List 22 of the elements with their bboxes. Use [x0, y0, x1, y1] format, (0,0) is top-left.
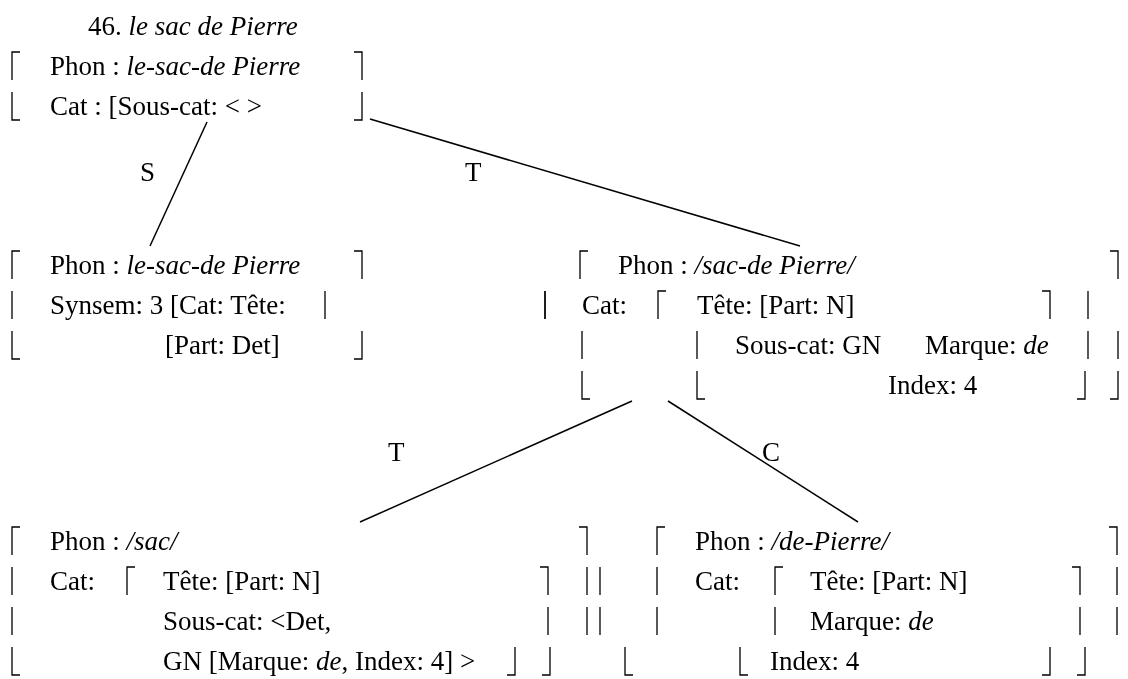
- example-title: 46. le sac de Pierre: [88, 10, 298, 42]
- feature-text: Tête: [Part: N]: [697, 289, 855, 321]
- tree-branch: [149, 121, 208, 247]
- edge-label: T: [388, 436, 405, 468]
- feature-text: Cat : [Sous-cat: < >: [50, 90, 262, 122]
- tree-branch: [667, 400, 859, 523]
- feature-text: Index: 4: [888, 369, 978, 401]
- feature-text: Phon : /de-Pierre/: [695, 525, 889, 557]
- feature-text: Index: 4: [770, 645, 860, 677]
- feature-text: Cat:: [582, 289, 627, 321]
- feature-text: Tête: [Part: N]: [810, 565, 968, 597]
- edge-label: C: [762, 436, 780, 468]
- feature-text: Marque: de: [810, 605, 934, 637]
- feature-text: Phon : le-sac-de Pierre: [50, 50, 301, 82]
- tree-branch: [369, 118, 801, 247]
- feature-text: Phon : /sac-de Pierre/: [618, 249, 855, 281]
- feature-text: Marque: de: [925, 329, 1049, 361]
- tree-branch: [359, 400, 633, 523]
- feature-text: Sous-cat: GN: [735, 329, 882, 361]
- feature-text: Cat:: [695, 565, 740, 597]
- edge-label: S: [140, 156, 156, 188]
- edge-label: T: [465, 156, 482, 188]
